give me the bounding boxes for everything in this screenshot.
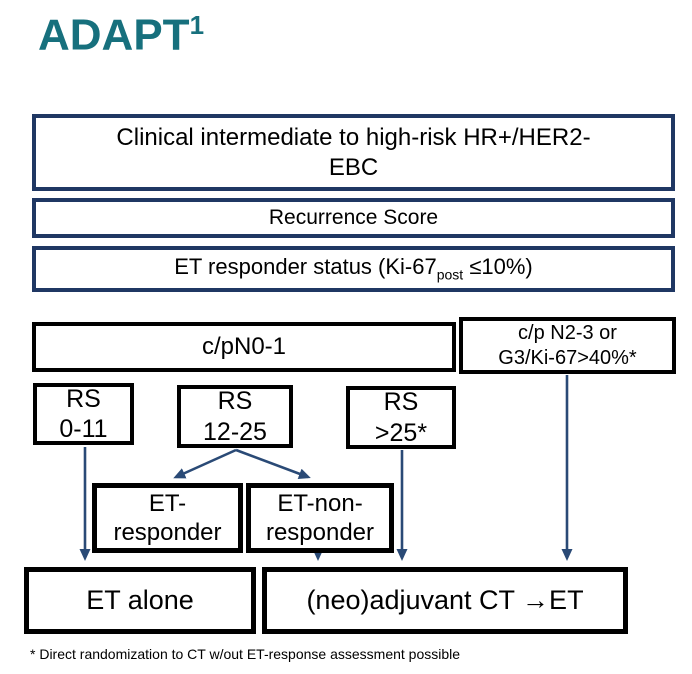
recurrence-score-label: Recurrence Score (268, 206, 439, 230)
et-responder-line1: ET- (148, 489, 187, 517)
box-recurrence-score: Recurrence Score (32, 198, 675, 238)
box-clinical-risk: Clinical intermediate to high-risk HR+/H… (32, 114, 675, 191)
box-et-responder: ET- responder (92, 483, 243, 553)
clinical-risk-line2: EBC (328, 153, 379, 181)
et-status-subscript: post (436, 266, 464, 283)
title-superscript: 1 (189, 10, 205, 40)
box-rs-gt-25: RS >25* (346, 386, 456, 449)
clinical-risk-line1: Clinical intermediate to high-risk HR+/H… (116, 124, 591, 152)
neoadjuvant-ct-et-label: (neo)adjuvant CT →ET (306, 585, 584, 616)
arrow-rs1225-to-etresponder (173, 448, 237, 479)
box-et-responder-status: ET responder status (Ki-67post ≤10%) (32, 246, 675, 292)
box-rs-12-25: RS 12-25 (177, 385, 293, 448)
footnote: * Direct randomization to CT w/out ET-re… (30, 646, 461, 662)
box-et-non-responder: ET-non- responder (246, 483, 394, 553)
title-text: ADAPT (38, 10, 190, 60)
cpn2-3-line1: c/p N2-3 or (518, 321, 617, 344)
box-et-alone: ET alone (24, 567, 256, 634)
page-title: ADAPT1 (38, 10, 204, 61)
et-responder-status-label: ET responder status (Ki-67post ≤10%) (174, 254, 533, 283)
rs-12-25-line1: RS (217, 387, 253, 415)
box-rs-0-11: RS 0-11 (33, 383, 134, 445)
rs-12-25-line2: 12-25 (203, 417, 267, 446)
box-neoadjuvant-ct-et: (neo)adjuvant CT →ET (262, 567, 628, 634)
cpn2-3-line2: G3/Ki-67>40%* (498, 346, 637, 369)
et-status-suffix: ≤10%) (463, 254, 533, 280)
rs-0-11-line1: RS (66, 384, 101, 413)
cpn0-1-label: c/pN0-1 (201, 333, 287, 361)
arrow-rs1225-to-etnonresponder (235, 448, 311, 479)
box-cpn2-3: c/p N2-3 or G3/Ki-67>40%* (459, 317, 676, 374)
rs-gt-25-line1: RS (383, 388, 419, 416)
et-status-prefix: ET responder status (Ki-67 (174, 254, 437, 280)
et-non-responder-line2: responder (265, 519, 375, 546)
box-cpn0-1: c/pN0-1 (32, 322, 456, 372)
et-non-responder-line1: ET-non- (277, 489, 363, 517)
rs-0-11-line2: 0-11 (59, 415, 108, 443)
et-alone-label: ET alone (86, 585, 194, 616)
rs-gt-25-line2: >25* (374, 418, 428, 447)
et-responder-line2: responder (113, 519, 222, 546)
